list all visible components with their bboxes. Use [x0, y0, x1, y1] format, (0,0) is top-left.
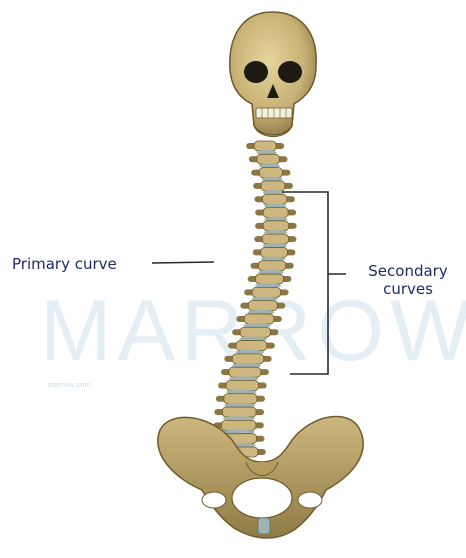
vertebra	[256, 274, 284, 284]
vertebra	[263, 194, 287, 204]
vertebra	[263, 221, 289, 231]
vertebral-column	[214, 141, 297, 457]
vertebra	[244, 314, 274, 324]
vertebra	[222, 420, 256, 430]
secondary-curves-label-line2: curves	[352, 280, 464, 298]
vertebra	[222, 407, 256, 417]
skull	[230, 12, 316, 137]
secondary-curves-label-line1: Secondary	[352, 262, 464, 280]
primary-curve-label: Primary curve	[12, 255, 117, 273]
vertebra	[248, 301, 277, 311]
vertebra	[258, 261, 285, 271]
vertebra	[262, 234, 288, 244]
vertebra	[254, 141, 276, 151]
vertebra	[257, 154, 280, 164]
vertebra	[263, 208, 288, 218]
secondary-curves-label: Secondary curves	[352, 262, 464, 298]
vertebra	[224, 394, 257, 404]
vertebra	[226, 380, 259, 390]
vertebra	[232, 354, 263, 364]
vertebra	[261, 247, 288, 257]
vertebra	[240, 327, 270, 337]
vertebra	[252, 287, 280, 297]
pelvis	[158, 417, 363, 538]
vertebra	[229, 367, 261, 377]
primary-curve-pointer	[152, 262, 214, 263]
secondary-curves-bracket	[282, 192, 346, 374]
vertebra	[236, 341, 267, 351]
vertebra	[261, 181, 285, 191]
vertebra	[259, 168, 282, 178]
